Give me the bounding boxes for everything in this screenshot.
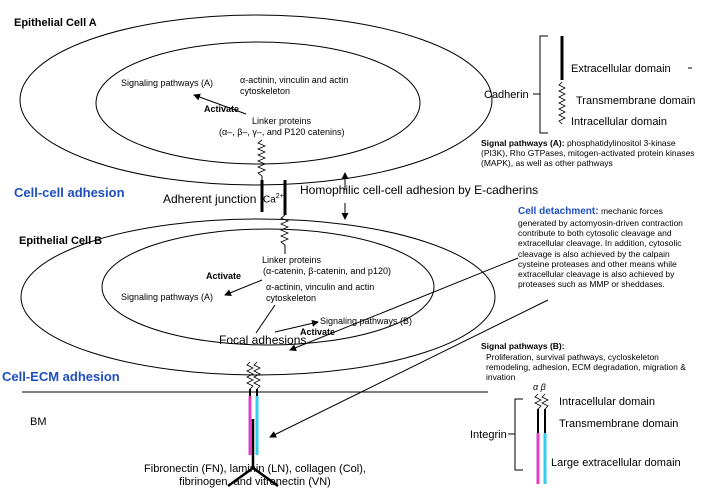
integrin-alpha-coil [246, 361, 254, 390]
integrin-extracellular-label: Large extracellular domain [551, 457, 681, 469]
integrin-legend-bracket [514, 398, 523, 471]
cell-b-activate-arrow-a [224, 279, 263, 296]
cadherin-intracellular-label: Intracellular domain [571, 116, 667, 128]
cell-a-linker-label: Linker proteins [252, 116, 312, 126]
cadherin-legend-label: Cadherin [484, 89, 529, 101]
calcium-charge: 2+ [275, 193, 284, 200]
calcium-symbol: Ca [263, 194, 276, 206]
integrin-beta-coil [253, 361, 261, 390]
integrin-ab-label: α β [533, 382, 546, 392]
focal-adhesions-label: Focal adhesions [219, 333, 307, 347]
cell-b-title: Epithelial Cell B [19, 235, 103, 247]
cadherin-legend-bracket [539, 35, 548, 134]
adherent-junction-label: Adherent junction [163, 192, 257, 206]
cell-a-outer-membrane [19, 14, 493, 186]
signal-b-body: Proliferation, survival pathways, cyclos… [486, 352, 686, 383]
cadherin-transmembrane-label: Transmembrane domain [576, 95, 696, 107]
signal-a-note: Signal pathways (A): phosphatidylinosito… [481, 138, 699, 169]
detachment-heading: Cell detachment: [518, 206, 599, 217]
cell-b-signaling-label-b: Signaling pathways (B) [320, 316, 413, 326]
cell-b-inner-ellipse [101, 228, 435, 346]
ecm-ligands-line2: fibrinogen, and vitronectin (VN) [179, 476, 331, 488]
actinin-to-focal-line [255, 304, 276, 334]
calcium-label: Ca2+ [263, 193, 284, 206]
signal-a-body: phosphatidylinositol 3-kinase (PI3K), Rh… [481, 138, 695, 169]
cell-b-signaling-label-a: Signaling pathways (A) [121, 292, 214, 302]
detachment-body: mechanic forces generated by actomyosin-… [518, 206, 683, 290]
signal-a-heading: Signal pathways (A): [481, 138, 565, 148]
integrin-transmembrane-label: Transmembrane domain [559, 418, 679, 430]
cell-b-actinin-label: α-actinin, vinculin and actin cytoskelet… [266, 282, 375, 303]
cell-a-actinin-label: α-actinin, vinculin and actin cytoskelet… [240, 75, 349, 96]
cell-b-activate-label-b: Activate [300, 327, 336, 337]
cell-a-inner-ellipse [95, 41, 421, 165]
signal-b-heading: Signal pathways (B): [481, 341, 565, 351]
integrin-legend-label: Integrin [470, 429, 507, 441]
cell-a-cadherin-coil [256, 139, 267, 177]
cell-a-signaling-label: Signaling pathways (A) [121, 78, 214, 88]
detachment-note: Cell detachment: mechanic forces generat… [518, 206, 702, 289]
cadherin-legend-cytoplasmic-coil [558, 81, 566, 125]
detachment-arrow-ecm [269, 299, 549, 438]
cell-a-activate-arrow [193, 93, 247, 115]
cell-b-linker-label: Linker proteins [262, 255, 322, 265]
ecm-ligand-left-arm [227, 466, 254, 488]
ecm-ligands-line1: Fibronectin (FN), laminin (LN), collagen… [144, 463, 366, 475]
cell-cell-adhesion-label: Cell-cell adhesion [14, 185, 125, 200]
cadherin-extracellular-label: Extracellular domain [571, 63, 671, 75]
cell-b-linker-detail: (α-catenin, β-catenin, and p120) [263, 266, 391, 276]
homophilic-adhesion-label: Homophilic cell-cell adhesion by E-cadhe… [300, 183, 539, 197]
integrin-legend-alpha-coil [534, 393, 542, 410]
ecm-ligand-right-arm [252, 466, 279, 488]
cell-b-activate-arrow-b [274, 319, 319, 333]
cell-a-activate-label: Activate [204, 104, 240, 114]
cell-b-cadherin-coil [279, 214, 290, 246]
cell-a-linker-detail: (α–, β–, γ–, and P120 catenins) [219, 127, 345, 137]
integrin-intracellular-label: Intracellular domain [559, 396, 655, 408]
cell-a-title: Epithelial Cell A [14, 17, 97, 29]
bm-label: BM [30, 416, 47, 428]
detachment-arrow-focal [289, 257, 519, 352]
integrin-legend-beta-coil [541, 393, 549, 410]
cell-ecm-adhesion-label: Cell-ECM adhesion [2, 369, 120, 384]
cell-b-activate-label-a: Activate [206, 271, 242, 281]
